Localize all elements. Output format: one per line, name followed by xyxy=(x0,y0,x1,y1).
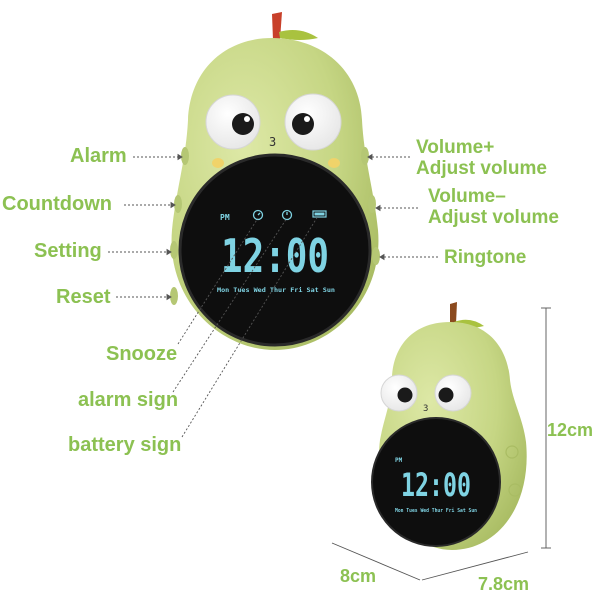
countdown-side-button[interactable] xyxy=(174,195,182,213)
large-time-display: 12:00 xyxy=(221,229,329,283)
svg-text:3: 3 xyxy=(423,404,428,414)
width-dimension-line xyxy=(331,542,421,581)
volume-up-callout-label: Volume+ xyxy=(416,137,495,158)
svg-text:3: 3 xyxy=(269,135,276,149)
ringtone-callout-label: Ringtone xyxy=(444,247,527,268)
battery-sign-callout-label: battery sign xyxy=(68,434,182,456)
ringtone-side-button[interactable] xyxy=(372,247,380,265)
depth-dimension-line xyxy=(421,551,529,581)
countdown-callout-label: Countdown xyxy=(2,193,112,215)
small-clock-stem xyxy=(450,302,457,324)
volume-down-side-button[interactable] xyxy=(368,195,376,213)
large-period-label: PM xyxy=(220,213,230,222)
small-clock: 3 xyxy=(371,302,527,550)
adjust-volume-up-callout-label: Adjust volume xyxy=(416,158,547,179)
snooze-icon xyxy=(252,209,264,221)
large-clock-screen xyxy=(178,153,372,347)
volume-up-side-button[interactable] xyxy=(361,147,369,165)
callout-lines xyxy=(108,156,440,438)
volume-down-callout-label: Volume– xyxy=(428,186,506,207)
setting-side-button[interactable] xyxy=(170,241,178,259)
depth-dimension-label: 7.8cm xyxy=(478,574,530,594)
reset-callout-label: Reset xyxy=(56,286,111,308)
width-dimension-label: 8cm xyxy=(340,566,377,586)
height-dimension-label: 12cm xyxy=(547,420,594,440)
small-weekday-row: Mon Tues Wed Thur Fri Sat Sun xyxy=(395,508,477,514)
alarm-sign-callout-label: alarm sign xyxy=(78,389,179,411)
right-pupil xyxy=(292,113,314,135)
alarm-callout-label: Alarm xyxy=(70,145,127,167)
large-clock-leaf xyxy=(279,30,318,40)
small-time-display: 12:00 xyxy=(401,466,471,504)
battery-icon xyxy=(312,210,327,218)
adjust-volume-down-callout-label: Adjust volume xyxy=(428,207,559,228)
battery-sign-pointer xyxy=(181,215,319,438)
snooze-callout-label: Snooze xyxy=(106,343,178,365)
small-clock-screen xyxy=(371,417,501,547)
reset-side-button[interactable] xyxy=(170,287,178,305)
alarm-sign-pointer xyxy=(172,217,288,393)
alarm-side-button[interactable] xyxy=(181,147,189,165)
left-pupil xyxy=(232,113,254,135)
setting-callout-label: Setting xyxy=(34,240,102,262)
large-weekday-row: Mon Tues Wed Thur Fri Sat Sun xyxy=(217,286,335,294)
small-period-label: PM xyxy=(395,457,403,464)
dimension-lines xyxy=(331,307,551,581)
large-clock: 3 xyxy=(170,12,380,350)
alarm-bell-icon xyxy=(281,209,293,221)
snooze-pointer xyxy=(177,217,259,345)
